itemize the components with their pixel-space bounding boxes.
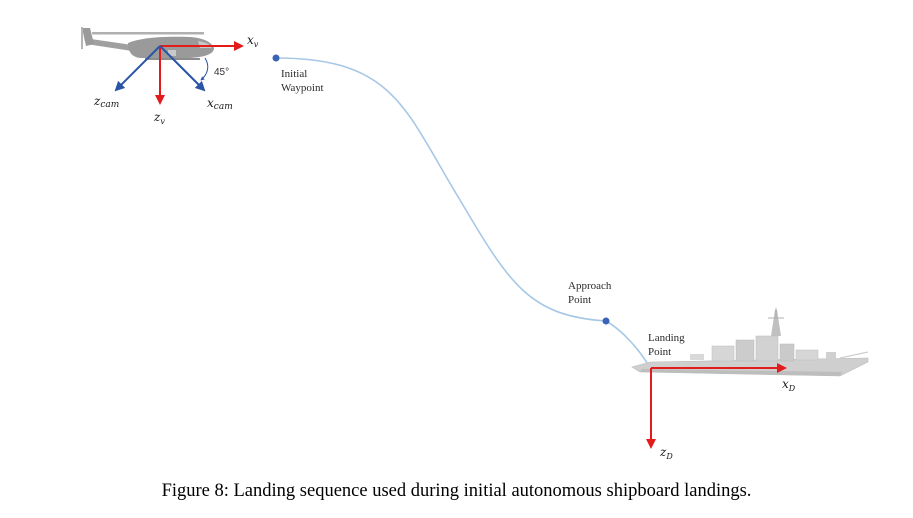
zcam-axis-arrow (114, 45, 161, 92)
initial-waypoint-marker (272, 54, 280, 62)
zd-label: zD (659, 445, 673, 461)
approach-point-marker (602, 317, 610, 325)
figure-caption: Figure 8: Landing sequence used during i… (161, 481, 752, 501)
xd-label: xD (782, 377, 796, 393)
landing-point-label: Landing Point (648, 332, 687, 358)
zv-label: zv (153, 110, 165, 126)
angle-label: 45° (214, 67, 229, 78)
approach-point-label: Approach Point (568, 280, 614, 306)
xv-label: xv (247, 33, 259, 49)
zcam-label: zcam (93, 94, 119, 110)
angle-arc (200, 57, 209, 81)
xcam-axis-arrow (159, 45, 206, 92)
helicopter-icon (81, 27, 214, 60)
initial-waypoint-label: Initial Waypoint (281, 68, 324, 94)
xcam-label: xcam (207, 96, 233, 112)
flight-path (275, 57, 651, 369)
landing-sequence-diagram: 45° xv zv zcam xcam Initial Waypoint App… (81, 27, 869, 461)
